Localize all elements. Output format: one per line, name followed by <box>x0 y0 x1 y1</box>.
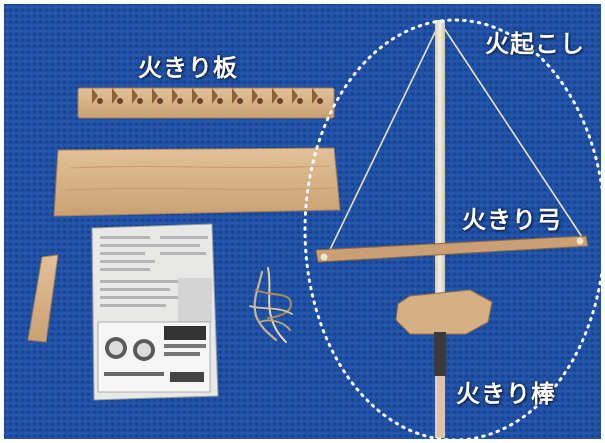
dotted-highlight-ellipse <box>303 18 605 442</box>
plain-wood-plank <box>53 147 341 217</box>
label-fire-drill: 火きり棒 <box>456 380 556 408</box>
label-fire-starter: 火起こし <box>485 30 585 58</box>
small-wood-stick <box>27 254 59 343</box>
label-fire-bow: 火きり弓 <box>462 206 562 234</box>
notched-fire-board <box>77 87 335 119</box>
cord-tinder-bundle <box>249 267 293 343</box>
label-fire-board: 火きり板 <box>138 54 238 82</box>
newspaper-sheet <box>91 223 219 401</box>
bow-drill-fire-starter <box>315 20 589 438</box>
